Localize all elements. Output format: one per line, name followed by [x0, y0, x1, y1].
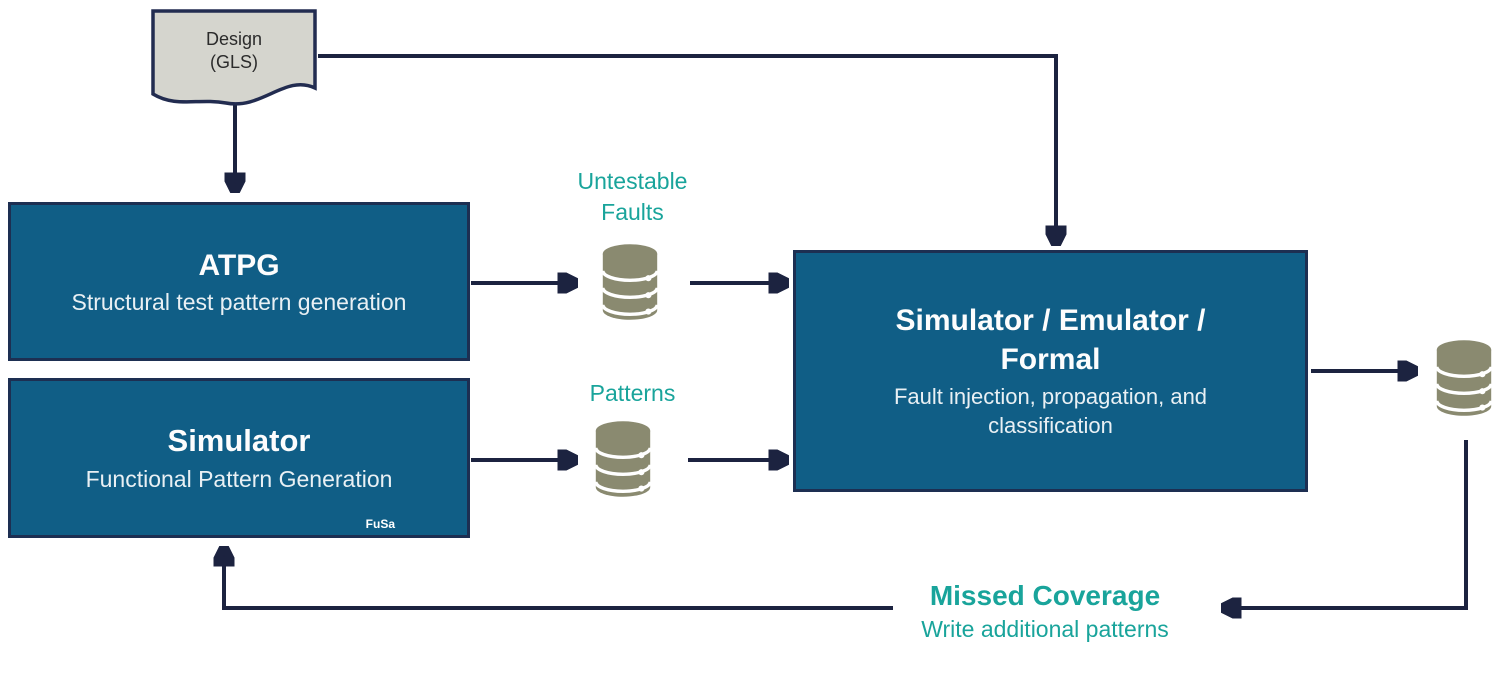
design-document-node: Design (GLS): [150, 8, 318, 108]
simulator-title: Simulator: [167, 423, 311, 459]
sim-emu-formal-subtitle: Fault injection, propagation, and classi…: [894, 383, 1207, 440]
results-database-icon: [1430, 331, 1498, 427]
untestable-faults-label: Untestable Faults: [577, 168, 688, 226]
sim-emu-formal-title-line1: Simulator / Emulator /: [895, 304, 1206, 338]
atpg-title: ATPG: [198, 248, 280, 282]
patterns-label: Patterns: [589, 380, 676, 406]
missed-coverage-subtitle: Write additional patterns: [921, 615, 1169, 642]
missed-coverage-title: Missed Coverage: [929, 580, 1161, 611]
atpg-subtitle: Structural test pattern generation: [71, 288, 407, 315]
design-label: Design (GLS): [205, 29, 263, 72]
sim-emu-formal-title-line2: Formal: [1000, 343, 1101, 377]
simulator-box: Simulator Functional Pattern Generation …: [8, 378, 470, 538]
sim-emu-formal-subtitle-line1: Fault injection, propagation, and: [893, 384, 1208, 410]
patterns-database-icon: [589, 416, 657, 504]
arrow-missed-coverage-to-simulator: [224, 549, 893, 610]
missed-coverage-label: Missed Coverage Write additional pattern…: [878, 579, 1212, 643]
fusa-badge: FuSa: [365, 517, 395, 531]
sim-emu-formal-subtitle-line2: classification: [988, 413, 1113, 438]
untestable-faults-database-icon: [596, 239, 664, 327]
sim-emu-formal-title: Simulator / Emulator / Formal: [895, 301, 1205, 379]
atpg-box: ATPG Structural test pattern generation: [8, 202, 470, 361]
document-shape-icon: [151, 9, 317, 106]
simulator-subtitle: Functional Pattern Generation: [85, 465, 393, 492]
sim-emu-formal-box: Simulator / Emulator / Formal Fault inje…: [793, 250, 1308, 492]
